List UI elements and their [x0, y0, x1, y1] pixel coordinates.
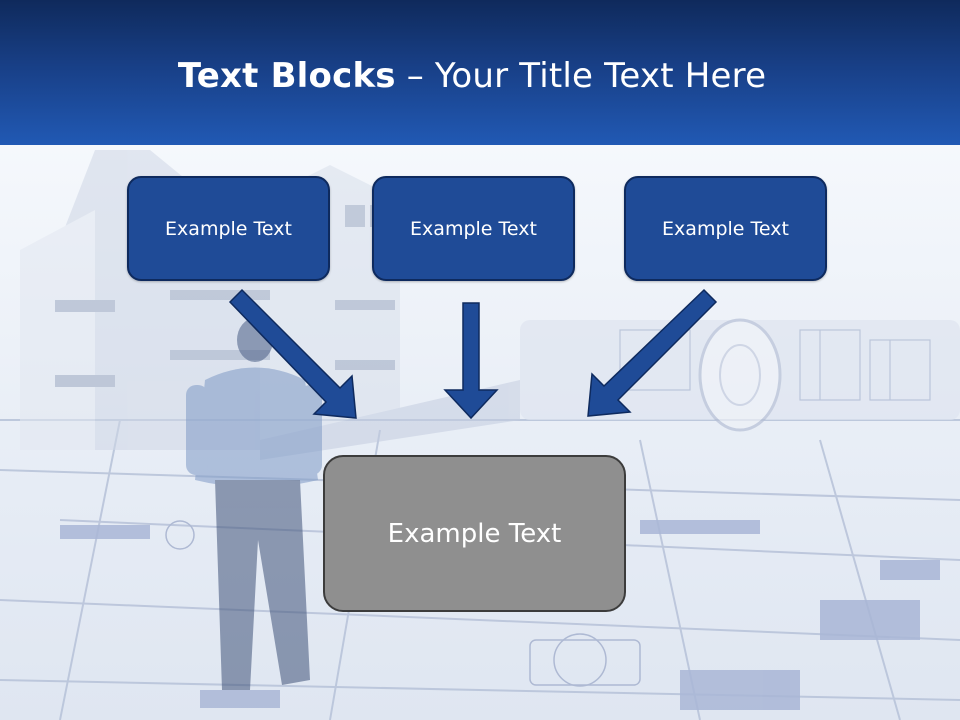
main-text-box[interactable]: Example Text — [323, 455, 626, 612]
text-box-3-label: Example Text — [662, 217, 789, 240]
text-box-3[interactable]: Example Text — [624, 176, 827, 281]
main-text-box-label: Example Text — [387, 518, 562, 549]
title-rest-text: – Your Title Text Here — [395, 56, 767, 96]
text-box-2[interactable]: Example Text — [372, 176, 575, 281]
title-bold-text: Text Blocks — [177, 56, 396, 96]
text-box-1-label: Example Text — [165, 217, 292, 240]
text-box-1[interactable]: Example Text — [127, 176, 330, 281]
text-box-2-label: Example Text — [410, 217, 537, 240]
title-banner: Text Blocks – Your Title Text Here — [0, 0, 960, 145]
slide-title: Text Blocks – Your Title Text Here — [0, 56, 944, 96]
